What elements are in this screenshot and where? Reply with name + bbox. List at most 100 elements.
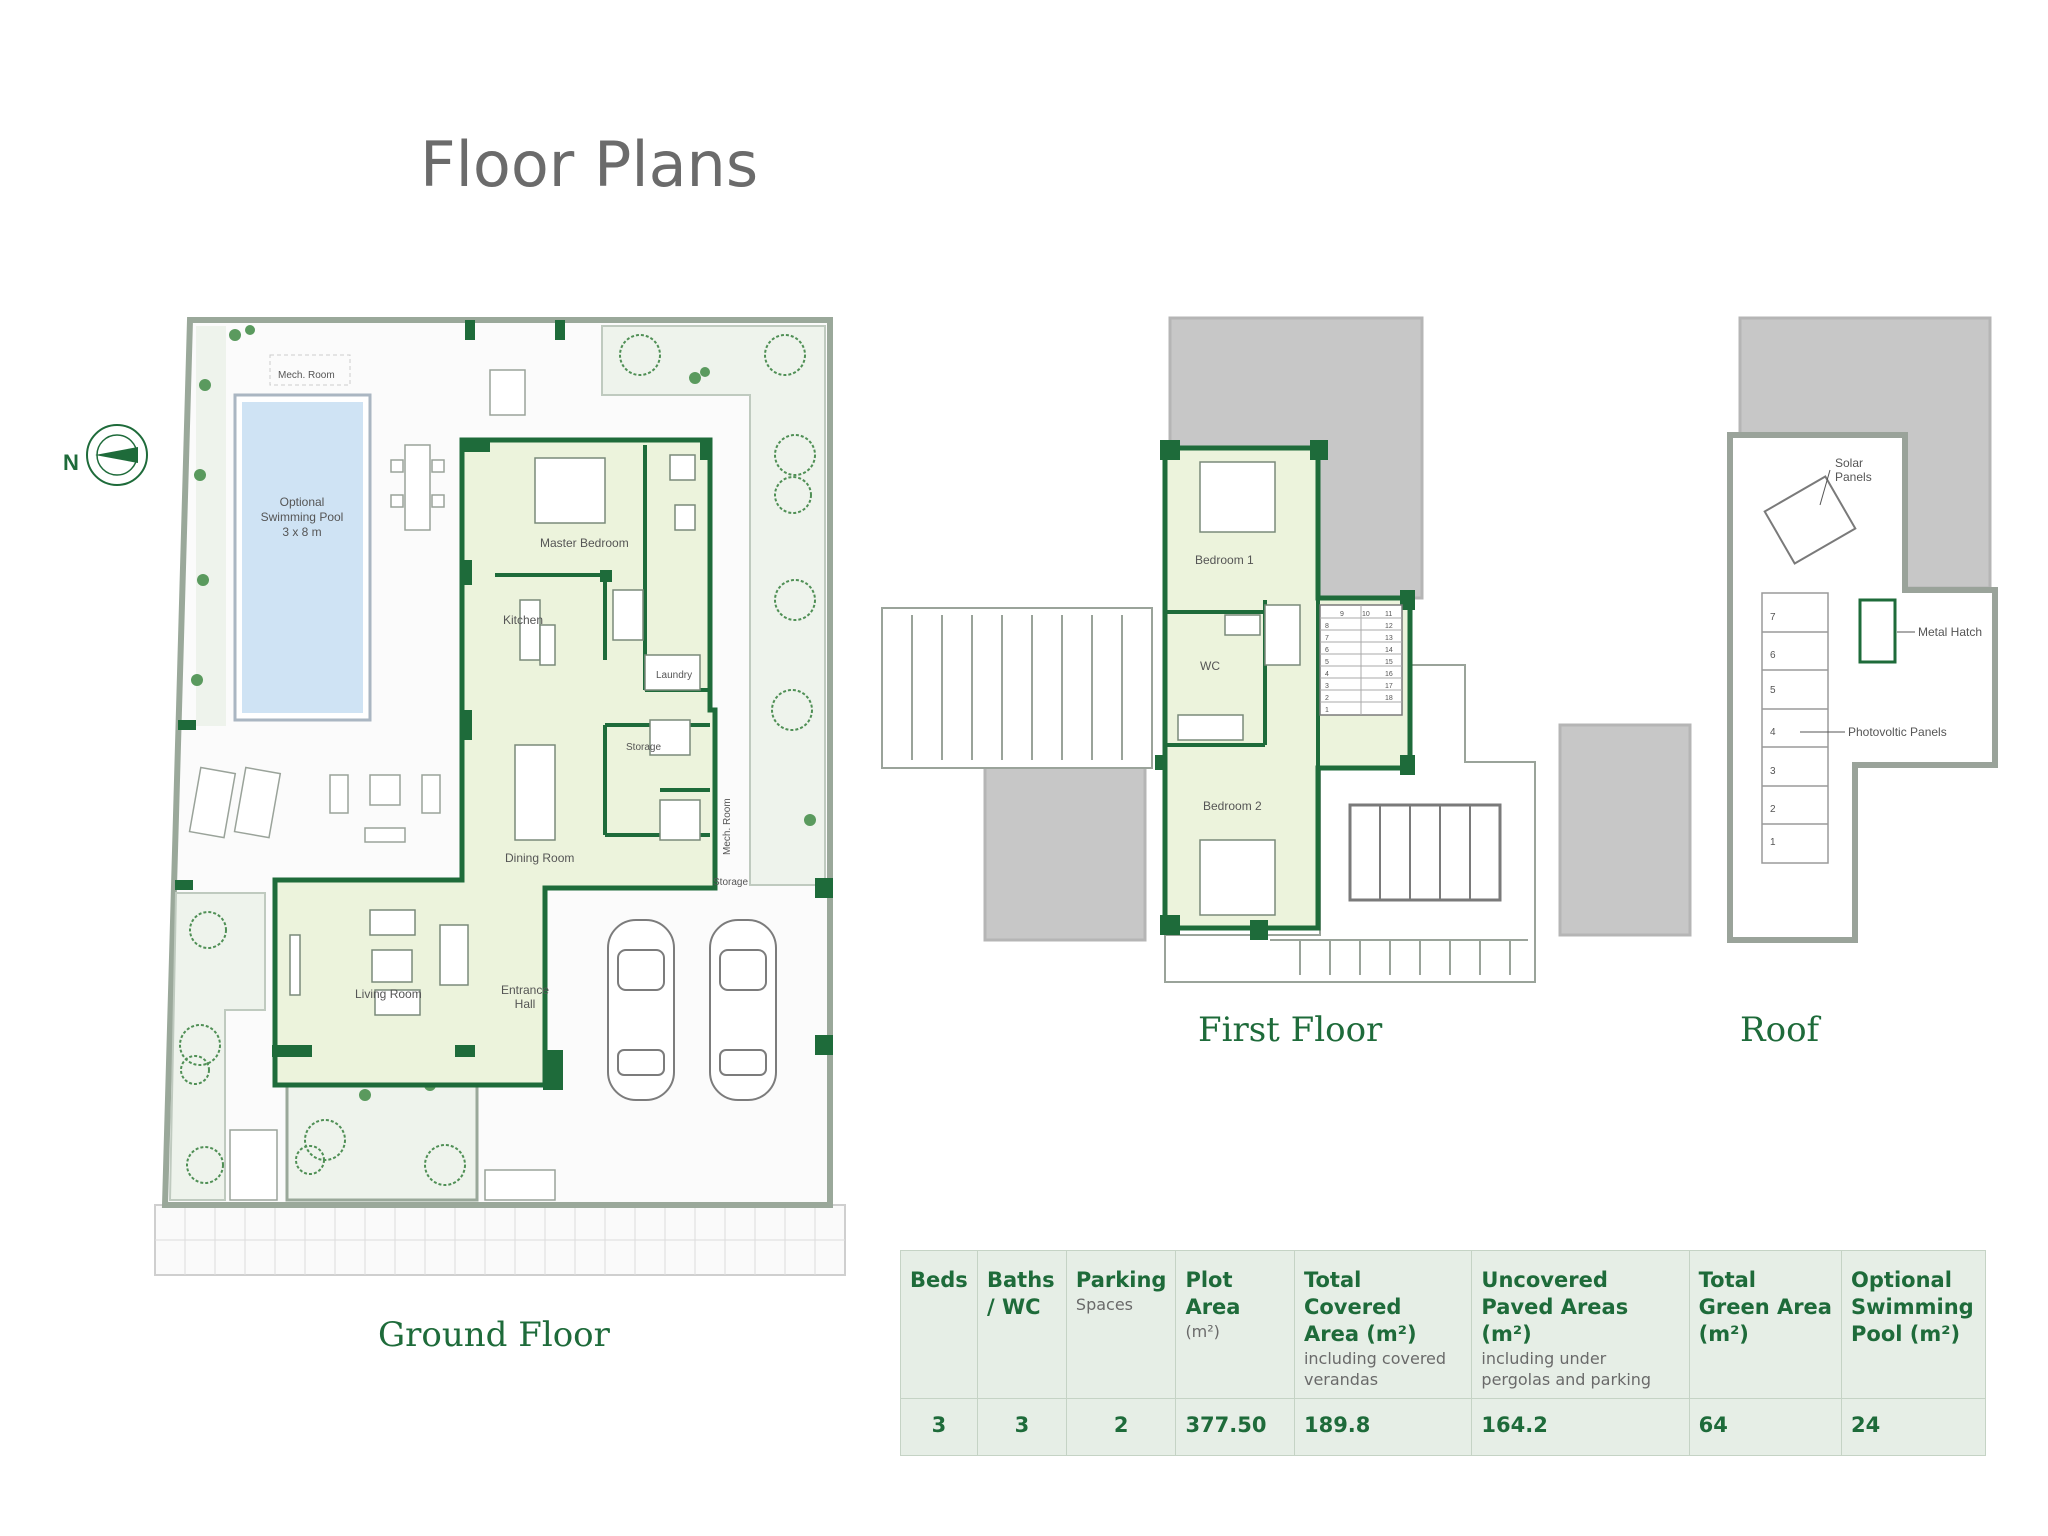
specs-header-beds: Beds [900,1250,978,1399]
svg-text:12: 12 [1385,623,1393,630]
label-pool-line2: Swimming Pool [261,510,344,524]
garden-shrubs [191,325,816,1101]
label-living-room: Living Room [355,987,422,1001]
roof-caption: Roof [1740,1010,1820,1050]
label-metal-hatch: Metal Hatch [1918,625,1982,639]
label-solar-line1: Solar [1835,456,1863,470]
solar-panels-array [1763,475,1857,565]
label-solar-line2: Panels [1835,470,1872,484]
wall-posts [175,320,833,1090]
specs-value-parking: 2 [1065,1398,1177,1456]
photovoltic-panel-dividers [1762,631,1828,825]
label-kitchen: Kitchen [503,613,543,627]
svg-text:3: 3 [1325,683,1329,690]
terrace-furniture [188,369,526,843]
ground-floor-caption: Ground Floor [378,1315,610,1355]
specs-header-plot-area: Plot Area(m²) [1175,1250,1295,1399]
specs-value-baths: 3 [976,1398,1067,1456]
specs-value-beds: 3 [900,1398,978,1456]
roof-plan: 7 6 5 4 3 2 1 Solar Panels Metal Hatch P… [1558,316,1998,943]
balcony-railing [1270,939,1528,975]
svg-text:14: 14 [1385,647,1393,654]
swimming-pool [242,402,363,713]
svg-text:17: 17 [1385,683,1393,690]
specs-header-pool: Optional Swimming Pool (m²) [1841,1250,1986,1399]
roof-grey-left [1558,723,1692,937]
specs-value-plot-area: 377.50 [1175,1398,1295,1456]
svg-text:6: 6 [1325,647,1329,654]
svg-text:5: 5 [1770,685,1776,696]
specs-header-paved-areas: Uncovered Paved Areas (m²)including unde… [1471,1250,1690,1399]
specs-value-paved-areas: 164.2 [1471,1398,1690,1456]
svg-text:11: 11 [1385,611,1392,618]
label-photovoltic-panels: Photovoltic Panels [1848,725,1947,739]
specs-value-covered-area: 189.8 [1293,1398,1473,1456]
callout-lines [1800,469,1915,733]
stair-numbers: 1 2 3 4 5 6 7 8 9 10 11 12 13 14 15 16 1… [1325,611,1393,714]
garden-front-left [168,892,266,1201]
first-floor-caption: First Floor [1198,1010,1383,1050]
svg-text:4: 4 [1325,671,1329,678]
svg-text:10: 10 [1362,611,1370,618]
specs-header-green-area: Total Green Area (m²) [1688,1250,1843,1399]
svg-text:1: 1 [1770,837,1776,848]
svg-text:2: 2 [1770,804,1776,815]
label-mech-room-top: Mech. Room [278,370,335,381]
svg-text:7: 7 [1325,635,1329,642]
label-pool-line1: Optional [280,495,325,509]
label-laundry: Laundry [656,670,692,681]
svg-text:7: 7 [1770,612,1776,623]
label-wc: WC [1200,659,1220,673]
stair-treads [1320,605,1402,715]
label-storage-small: Storage [713,877,748,888]
svg-text:18: 18 [1385,695,1393,702]
svg-text:9: 9 [1340,611,1344,618]
photovoltic-panels-grid [1761,592,1829,864]
parking-cars [607,919,777,1101]
ground-floor-plan: N Mech. Room Optional Swimming Pool 3 x … [63,317,846,1276]
gates [229,1129,556,1201]
svg-text:15: 15 [1385,659,1393,666]
svg-text:2: 2 [1325,695,1329,702]
label-entrance-line1: Entrance [501,983,549,997]
room-furniture [289,454,701,1016]
pergola-left [881,607,1153,769]
page-title: Floor Plans [420,128,759,201]
skylight-dividers [1379,805,1471,900]
specs-value-pool: 24 [1841,1398,1986,1456]
label-master-bedroom: Master Bedroom [540,536,629,550]
first-floor-walls [1165,598,1320,768]
label-storage-mid: Storage [626,742,661,753]
interior-walls [310,445,710,882]
specs-header-covered-area: Total Covered Area (m²)including covered… [1293,1250,1473,1399]
photovoltic-panel-numbers: 7 6 5 4 3 2 1 [1770,612,1776,848]
svg-text:8: 8 [1325,623,1329,630]
garden-trees [179,334,816,1186]
mech-room-outline [269,354,351,386]
label-bedroom-2: Bedroom 2 [1203,799,1262,813]
pergola-slats [911,615,1123,760]
svg-text:6: 6 [1770,650,1776,661]
specs-value-green-area: 64 [1688,1398,1843,1456]
svg-text:1: 1 [1325,707,1329,714]
garden-strip-left [196,326,226,726]
label-pool-line3: 3 x 8 m [282,525,321,539]
metal-hatch [1858,598,1897,664]
svg-text:3: 3 [1770,766,1776,777]
svg-text:16: 16 [1385,671,1393,678]
svg-text:4: 4 [1770,727,1776,738]
label-bedroom-1: Bedroom 1 [1195,553,1254,567]
first-floor-plan: 1 2 3 4 5 6 7 8 9 10 11 12 13 14 15 16 1… [881,316,1536,983]
paving-grid [155,1205,845,1275]
label-entrance-line2: Hall [515,997,536,1011]
garden-right [601,325,826,886]
label-mech-room-side: Mech. Room [722,798,733,855]
svg-text:13: 13 [1385,635,1393,642]
skylight-panels [1348,803,1502,902]
label-dining-room: Dining Room [505,851,574,865]
svg-text:5: 5 [1325,659,1329,666]
